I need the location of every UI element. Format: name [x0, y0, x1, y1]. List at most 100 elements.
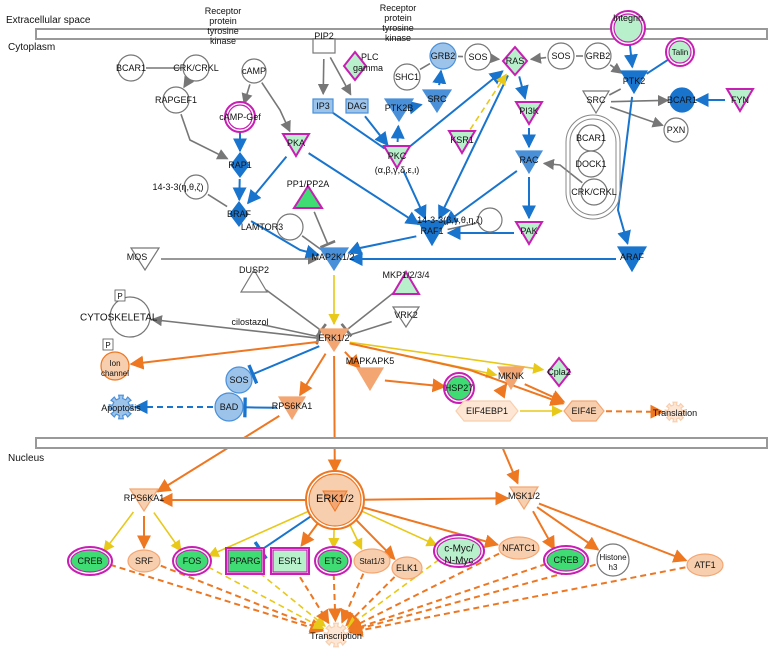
node-camp[interactable] [241, 58, 267, 84]
node-mkp[interactable] [391, 270, 421, 295]
node-src-mid[interactable] [421, 89, 453, 114]
node-fos[interactable] [172, 546, 212, 576]
node-dusp2[interactable] [239, 268, 269, 293]
node-cytoskeletal[interactable] [109, 296, 151, 338]
node-label-cmyc-part: N-Myc [445, 556, 474, 567]
node-label-cilostazol: cilostazol [231, 317, 268, 327]
edge-erk_cyto-eif4e [349, 342, 565, 406]
node-srf[interactable] [127, 549, 161, 573]
node-creb1[interactable] [67, 546, 113, 576]
node-erk-cyto[interactable] [318, 328, 350, 353]
node-ras[interactable] [501, 45, 529, 77]
node-histone[interactable]: Histone h3 [596, 543, 630, 577]
node-bad[interactable] [214, 392, 244, 422]
node-ets[interactable] [314, 546, 352, 576]
node-sos-mid[interactable] [464, 43, 492, 71]
node-nfatc1[interactable] [498, 536, 540, 560]
node-integrin[interactable] [610, 10, 646, 46]
node-rap1[interactable] [230, 152, 250, 178]
edge-grb2_right-ptk2 [609, 62, 623, 74]
node-src-right[interactable] [581, 90, 611, 115]
node-campgef[interactable] [224, 101, 256, 133]
edge-cilostazol-erk_cyto [261, 323, 322, 345]
node-ptk2[interactable] [619, 70, 649, 95]
node-atf1[interactable] [686, 553, 724, 577]
node-dock1[interactable] [577, 150, 605, 178]
node-talin[interactable] [665, 37, 695, 67]
node-label-grb2-right: GRB2 [586, 51, 611, 61]
node-ptk2b[interactable] [383, 98, 415, 123]
node-map2k[interactable] [318, 247, 350, 272]
node-cpla2[interactable] [546, 356, 572, 388]
node-fyn[interactable] [725, 88, 755, 113]
node-mos[interactable] [129, 247, 161, 272]
node-dag[interactable] [345, 98, 369, 114]
node-pkc[interactable] [382, 145, 412, 170]
node-rps6ka1-nuc[interactable] [128, 488, 160, 513]
node-ionchannel[interactable]: Ion channel [100, 351, 130, 381]
node-eif4ebp1[interactable] [455, 400, 519, 422]
node-pi3k[interactable] [514, 101, 544, 126]
node-ksr1[interactable] [447, 130, 477, 155]
edge-sos_mid-ras [488, 52, 501, 64]
node-label-sos-right: SOS [551, 51, 570, 61]
node-vrk2[interactable] [391, 306, 421, 329]
node-msk[interactable] [508, 486, 540, 511]
node-grb2-right[interactable] [584, 42, 612, 70]
edge-ip3-pkc [332, 111, 386, 150]
node-pak[interactable] [514, 221, 544, 246]
node-sos-low[interactable] [225, 366, 253, 394]
node-crk-left[interactable] [182, 54, 210, 82]
edge-erk_nuc-pparg [253, 514, 313, 560]
node-pxn[interactable] [663, 117, 689, 143]
node-apoptosis[interactable] [108, 394, 134, 420]
edge-r1433a-braf [207, 193, 228, 208]
node-bcar1-left[interactable] [117, 54, 145, 82]
node-shc1[interactable] [393, 63, 421, 91]
node-cmyc[interactable]: c-Myc/ N-Myc [433, 534, 485, 568]
node-hsp27[interactable] [443, 372, 475, 404]
node-pp1[interactable] [292, 184, 324, 209]
node-r1433b[interactable] [477, 207, 503, 233]
node-eif4e[interactable] [563, 400, 605, 422]
node-raf1[interactable] [416, 220, 448, 247]
node-sos-right[interactable] [547, 42, 575, 70]
edge-fos-transcription [207, 566, 325, 630]
node-plcg[interactable]: PLC gamma [342, 50, 368, 82]
node-label-crk-left: CRK/CRKL [173, 63, 219, 73]
node-pparg[interactable] [225, 547, 265, 575]
node-elk1[interactable] [391, 556, 423, 580]
node-pka[interactable] [281, 133, 311, 158]
node-araf[interactable] [616, 246, 648, 273]
node-crk-dock[interactable] [580, 178, 608, 206]
edge-lamtor3-map2k [301, 235, 322, 251]
node-translation[interactable] [664, 401, 686, 423]
node-label-mkp: MKP1/2/3/4 [382, 270, 429, 280]
node-label-fyn: FYN [731, 95, 749, 105]
node-transcription[interactable] [323, 622, 349, 648]
node-bcar1-top[interactable] [669, 87, 695, 113]
node-ip3[interactable] [312, 98, 334, 114]
edge-ets-transcription [327, 573, 342, 623]
edge-src_mid-grb2_mid [432, 69, 447, 86]
receptor-kinase-label-left-line: protein [209, 16, 237, 26]
node-label-pi3k: PI3K [519, 106, 539, 116]
node-grb2-mid[interactable] [429, 42, 457, 70]
node-r1433a[interactable] [183, 174, 209, 200]
node-braf[interactable] [229, 201, 249, 227]
node-esr1[interactable] [270, 547, 310, 575]
node-mapkapk5[interactable] [355, 367, 385, 392]
node-creb2[interactable] [543, 545, 589, 575]
node-stat13[interactable] [353, 548, 391, 574]
node-rps6ka1-cyto[interactable] [277, 396, 307, 421]
edge-creb2-transcription [347, 563, 547, 634]
node-erk-nuc[interactable] [305, 470, 365, 530]
node-pip2[interactable] [312, 38, 336, 54]
node-rapgef1[interactable] [162, 86, 190, 114]
node-lamtor3[interactable] [276, 213, 304, 241]
edge-dusp2-erk_cyto [265, 289, 327, 338]
node-mknk[interactable] [496, 366, 526, 391]
node-rac[interactable] [514, 150, 544, 175]
node-label-rap1: RAP1 [228, 160, 252, 170]
receptor-kinase-label-mid-line: tyrosine [382, 23, 414, 33]
